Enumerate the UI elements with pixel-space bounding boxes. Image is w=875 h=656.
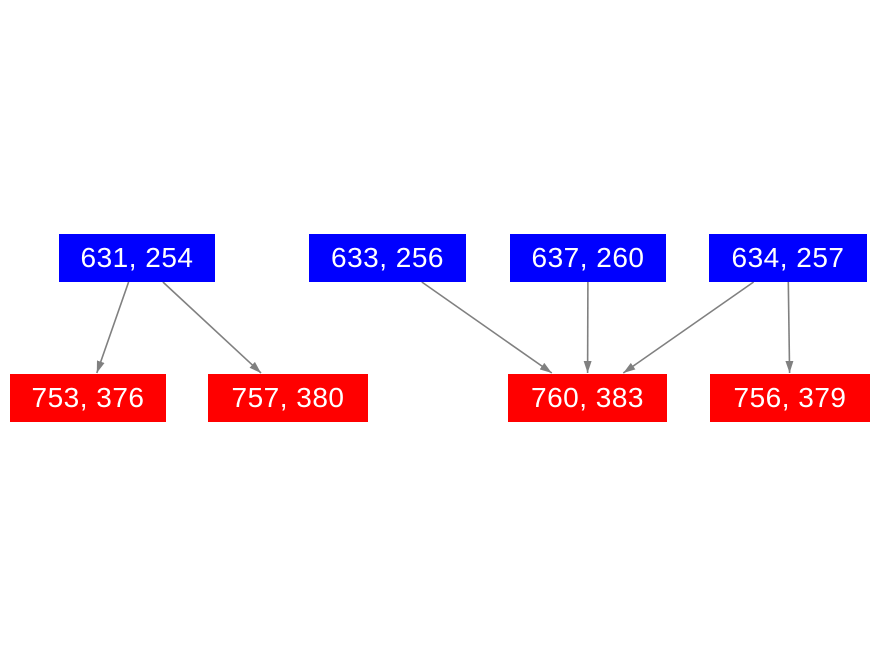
graph-node-r1: 753, 376	[10, 374, 166, 422]
graph-node-b1: 631, 254	[59, 234, 215, 282]
edge-b1-r1	[96, 281, 130, 374]
edge-b1-r2	[162, 281, 262, 374]
graph-node-r4: 756, 379	[710, 374, 870, 422]
graph-node-r2: 757, 380	[208, 374, 368, 422]
graph-node-b4: 634, 257	[709, 234, 867, 282]
edge-b4-r3	[622, 281, 755, 374]
graph-node-b3: 637, 260	[510, 234, 666, 282]
edge-b2-r3	[421, 281, 553, 374]
graph-node-b2: 633, 256	[309, 234, 466, 282]
graph-node-r3: 760, 383	[508, 374, 667, 422]
edge-b4-r4	[785, 281, 794, 374]
